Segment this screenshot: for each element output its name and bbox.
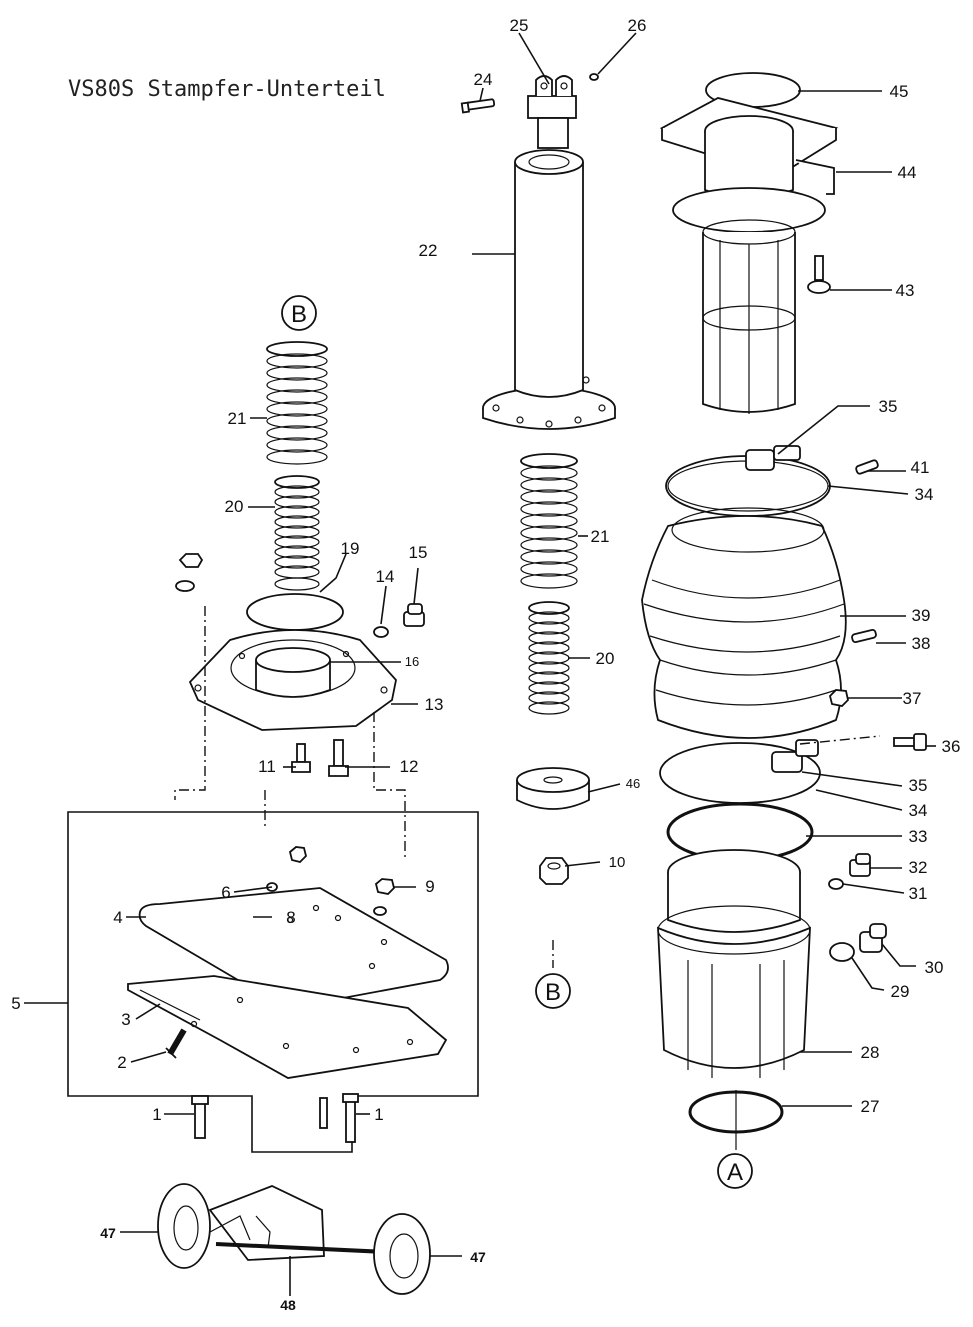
part-21-spring-center bbox=[520, 453, 578, 589]
callout-1-left: 1 bbox=[152, 1105, 161, 1124]
part-46-bushing bbox=[516, 767, 590, 810]
callout-34-bottom: 34 bbox=[909, 801, 928, 820]
marker-b-top: B bbox=[281, 295, 317, 331]
part-3-base-plate bbox=[127, 975, 448, 1079]
callout-35-bottom: 35 bbox=[909, 776, 928, 795]
center-column-parts bbox=[460, 73, 616, 968]
part-21-spring-left bbox=[266, 341, 328, 465]
part-2-screw bbox=[165, 1028, 187, 1059]
callout-labels: 25 26 24 45 44 43 22 35 41 34 21 21 20 1… bbox=[11, 16, 960, 1313]
callout-43: 43 bbox=[896, 281, 915, 300]
part-37-nut bbox=[829, 689, 849, 707]
part-47-wheel-left bbox=[157, 1183, 211, 1269]
part-39-bellows bbox=[641, 507, 847, 739]
part-19-ring bbox=[246, 593, 344, 631]
callout-21-left: 21 bbox=[228, 409, 247, 428]
callout-20-left: 20 bbox=[225, 497, 244, 516]
callout-47-left: 47 bbox=[100, 1225, 116, 1241]
callout-14: 14 bbox=[376, 567, 395, 586]
svg-text:B: B bbox=[291, 301, 307, 328]
callout-39: 39 bbox=[912, 606, 931, 625]
callout-4: 4 bbox=[113, 908, 122, 927]
callout-30: 30 bbox=[925, 958, 944, 977]
callout-8: 8 bbox=[286, 908, 295, 927]
leader-lines bbox=[24, 32, 936, 1296]
callout-10: 10 bbox=[609, 854, 626, 871]
callout-21-center: 21 bbox=[591, 527, 610, 546]
part-43-screw bbox=[807, 255, 831, 294]
callout-47-right: 47 bbox=[470, 1249, 486, 1265]
marker-a: A bbox=[717, 1153, 753, 1189]
kit-5-frame bbox=[67, 811, 479, 1153]
part-31-washer bbox=[828, 878, 844, 890]
callout-31: 31 bbox=[909, 884, 928, 903]
part-28-lower-housing bbox=[657, 849, 811, 1078]
right-assembly-parts bbox=[641, 72, 927, 1150]
callout-45: 45 bbox=[890, 82, 909, 101]
callout-41: 41 bbox=[911, 458, 930, 477]
callout-12: 12 bbox=[400, 757, 419, 776]
filter-cage bbox=[702, 219, 796, 414]
left-nuts bbox=[175, 553, 204, 592]
callout-20-center: 20 bbox=[596, 649, 615, 668]
part-15-plug bbox=[403, 603, 425, 627]
diagram-title: VS80S Stampfer-Unterteil bbox=[68, 77, 386, 102]
callout-27: 27 bbox=[861, 1097, 880, 1116]
part-26-ring bbox=[589, 73, 599, 81]
callout-1-right: 1 bbox=[374, 1105, 383, 1124]
svg-text:A: A bbox=[727, 1159, 743, 1186]
part-20-spring-left bbox=[274, 475, 320, 591]
part-9-nut bbox=[373, 878, 395, 916]
callout-11: 11 bbox=[258, 757, 276, 776]
callout-29: 29 bbox=[891, 982, 910, 1001]
part-25-clevis bbox=[527, 75, 577, 149]
part-47-wheel-right bbox=[373, 1213, 431, 1295]
part-13-housing bbox=[188, 629, 397, 731]
part-38-pin bbox=[851, 628, 877, 644]
part-48-trolley bbox=[208, 1185, 387, 1261]
callout-9: 9 bbox=[425, 877, 434, 896]
callout-36: 36 bbox=[942, 737, 961, 756]
part-22-guide-cylinder bbox=[482, 149, 616, 430]
svg-text:B: B bbox=[545, 979, 561, 1006]
callout-34-top: 34 bbox=[915, 485, 934, 504]
callout-37: 37 bbox=[903, 689, 922, 708]
part-1-bolts bbox=[191, 1093, 359, 1143]
callout-32: 32 bbox=[909, 858, 928, 877]
part-32-plug bbox=[849, 853, 871, 877]
part-14-washer bbox=[373, 626, 389, 638]
callout-38: 38 bbox=[912, 634, 931, 653]
callout-46: 46 bbox=[626, 776, 640, 791]
part-11-screw bbox=[291, 743, 311, 773]
marker-b-mid: B bbox=[535, 973, 571, 1009]
part-12-screw bbox=[328, 739, 349, 777]
callout-13: 13 bbox=[425, 695, 444, 714]
callout-48: 48 bbox=[280, 1297, 296, 1313]
callout-3: 3 bbox=[121, 1010, 130, 1029]
callout-25: 25 bbox=[510, 16, 529, 35]
callout-44: 44 bbox=[898, 163, 917, 182]
part-44-flange bbox=[659, 97, 839, 233]
callout-2: 2 bbox=[117, 1053, 126, 1072]
callout-35-top: 35 bbox=[879, 397, 898, 416]
callout-5: 5 bbox=[11, 994, 20, 1013]
callout-15: 15 bbox=[409, 543, 428, 562]
callout-33: 33 bbox=[909, 827, 928, 846]
callout-19: 19 bbox=[341, 539, 360, 558]
callout-16: 16 bbox=[405, 654, 419, 669]
part-24-pin bbox=[460, 98, 496, 114]
callout-22: 22 bbox=[419, 241, 438, 260]
left-assembly-parts bbox=[67, 341, 479, 1153]
callout-24: 24 bbox=[474, 70, 493, 89]
callout-26: 26 bbox=[628, 16, 647, 35]
part-29-washer bbox=[829, 942, 855, 962]
callout-6: 6 bbox=[221, 883, 230, 902]
part-30-plug bbox=[859, 923, 887, 953]
part-41-pin bbox=[855, 459, 879, 475]
part-10-nut bbox=[539, 857, 569, 885]
part-20-spring-center bbox=[528, 601, 570, 715]
part-36-screw bbox=[893, 733, 927, 751]
callout-28: 28 bbox=[861, 1043, 880, 1062]
